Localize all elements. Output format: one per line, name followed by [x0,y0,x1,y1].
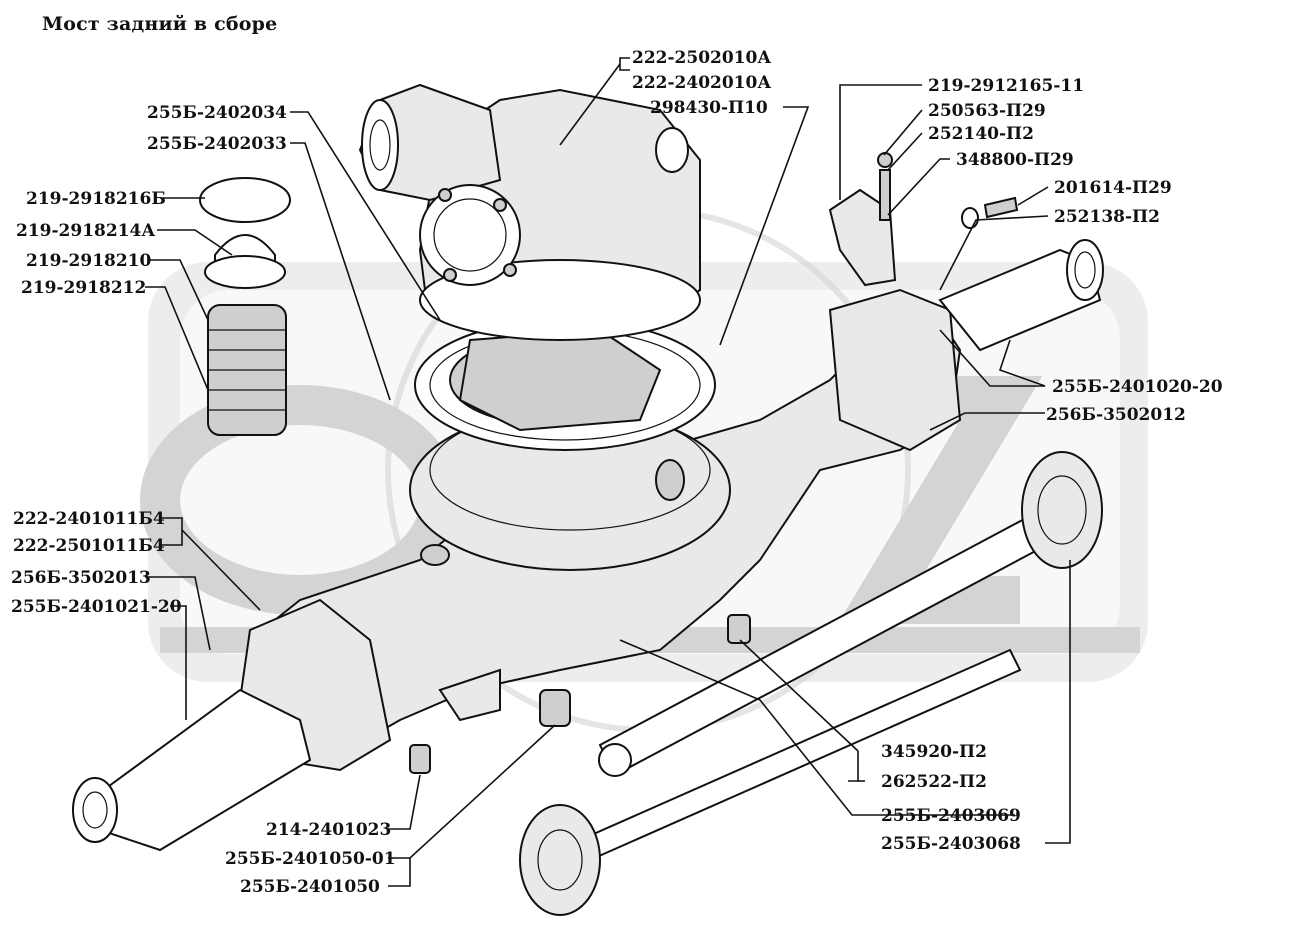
callout-label: 255Б-2403068 [881,834,1021,854]
callout-label: 250563-П29 [928,101,1046,121]
callout-label: 222-2401011Б4 [13,509,165,529]
callout-label: 256Б-3502013 [11,568,151,588]
callout-labels: 222-2502010А 222-2402010А 298430-П10 255… [11,48,1223,897]
half-shafts [409,451,1103,916]
callout-label: 252138-П2 [1054,207,1160,227]
callout-label: 255Б-2401021-20 [11,597,182,617]
leader-lines [145,57,1071,887]
callout-label: 255Б-2401050 [240,877,380,897]
callout-label: 256Б-3502012 [1046,405,1186,425]
callout-label: 345920-П2 [881,742,987,762]
callout-label: 222-2501011Б4 [13,536,165,556]
callout-label: 222-2402010А [632,73,771,93]
callout-label: 219-2918216Б [26,189,166,209]
callout-label: 255Б-2403069 [881,806,1021,826]
final-drive-carrier [358,83,716,451]
callout-label: 255Б-2402034 [147,103,287,123]
callout-label: 219-2918214А [16,221,155,241]
callout-label: 255Б-2401020-20 [1052,377,1223,397]
callout-label: 348800-П29 [956,150,1074,170]
callout-label: 255Б-2401050-01 [225,849,396,869]
callout-label: 219-2918210 [26,251,152,271]
bracket-assembly [828,152,1019,287]
callout-label: 255Б-2402033 [147,134,287,154]
callout-label: 219-2912165-11 [928,76,1084,96]
callout-label: 219-2918212 [21,278,146,298]
callout-label: 262522-П2 [881,772,987,792]
callout-label: 214-2401023 [266,820,391,840]
breather-assembly [199,177,291,436]
callout-label: 201614-П29 [1054,178,1172,198]
callout-label: 252140-П2 [928,124,1034,144]
diagram-title: Мост задний в сборе [42,13,278,35]
callout-label: 298430-П10 [650,98,768,118]
callout-label: 222-2502010А [632,48,771,68]
